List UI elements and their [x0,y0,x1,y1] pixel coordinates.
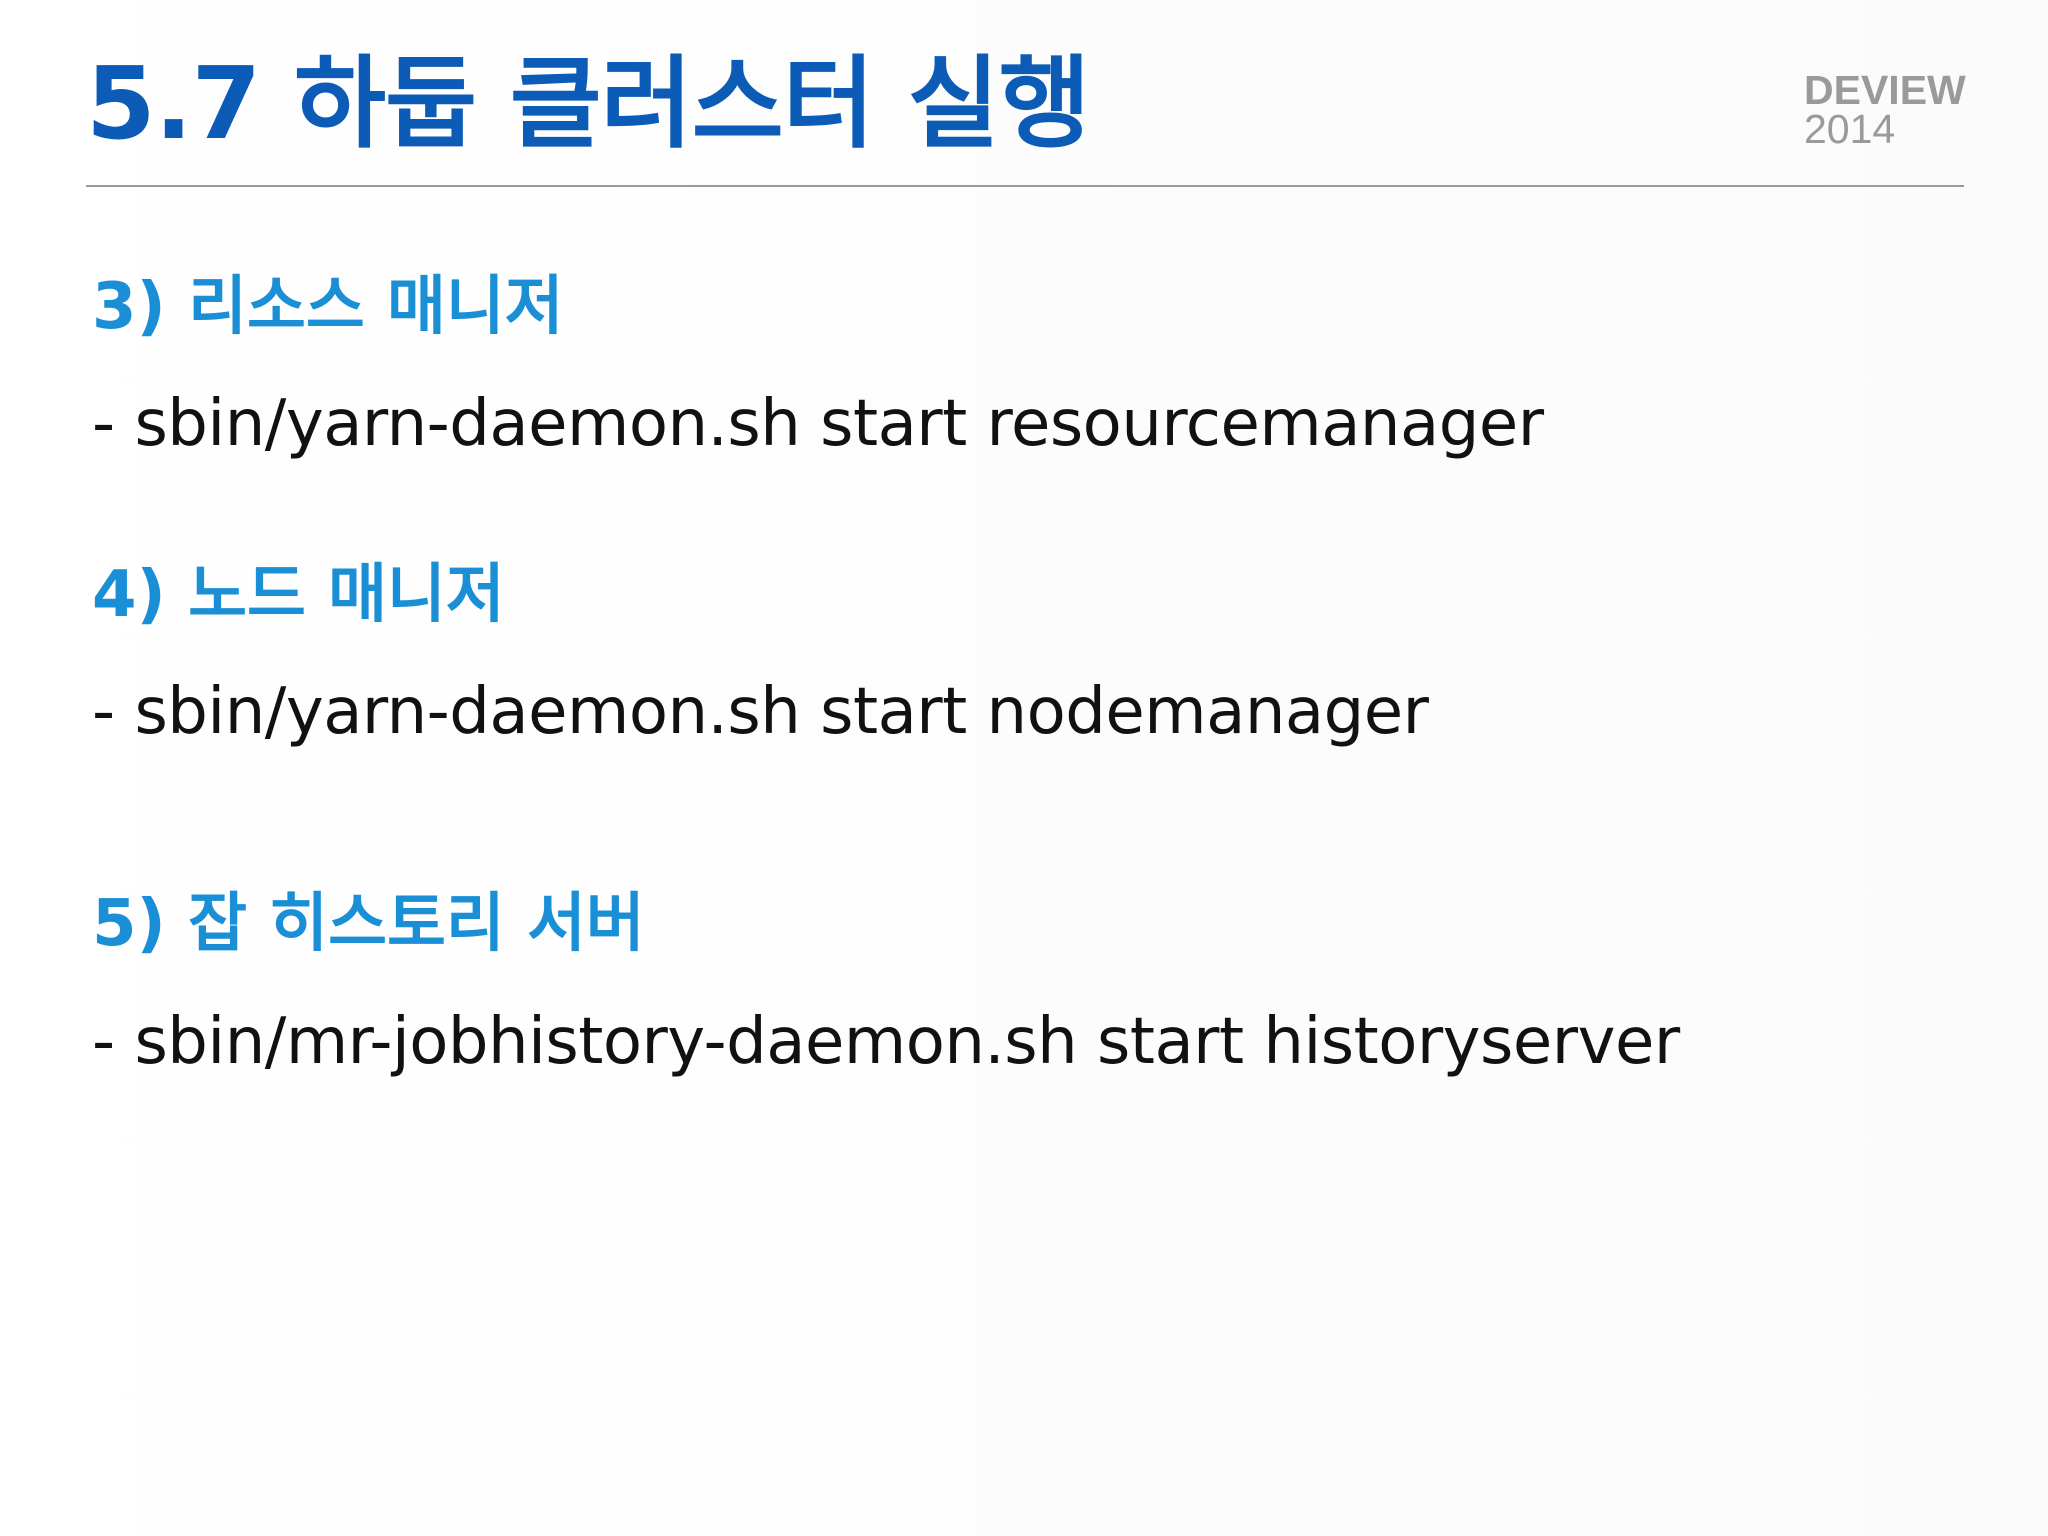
slide-title: 5.7 하둡 클러스터 실행 [86,45,1091,162]
logo-line-1: DEVIEW [1804,67,1966,113]
section-heading-historyserver: 5) 잡 히스토리 서버 [92,887,645,961]
command-resourcemanager: - sbin/yarn-daemon.sh start resourcemana… [92,387,1544,461]
section-heading-resourcemanager: 3) 리소스 매니저 [92,270,564,344]
deview-logo: DEVIEW 2014 [1804,70,1966,150]
command-nodemanager: - sbin/yarn-daemon.sh start nodemanager [92,675,1429,749]
logo-line-2: 2014 [1804,106,1896,152]
command-historyserver: - sbin/mr-jobhistory-daemon.sh start his… [92,1005,1680,1079]
section-heading-nodemanager: 4) 노드 매니저 [92,558,505,632]
title-divider [86,185,1964,187]
